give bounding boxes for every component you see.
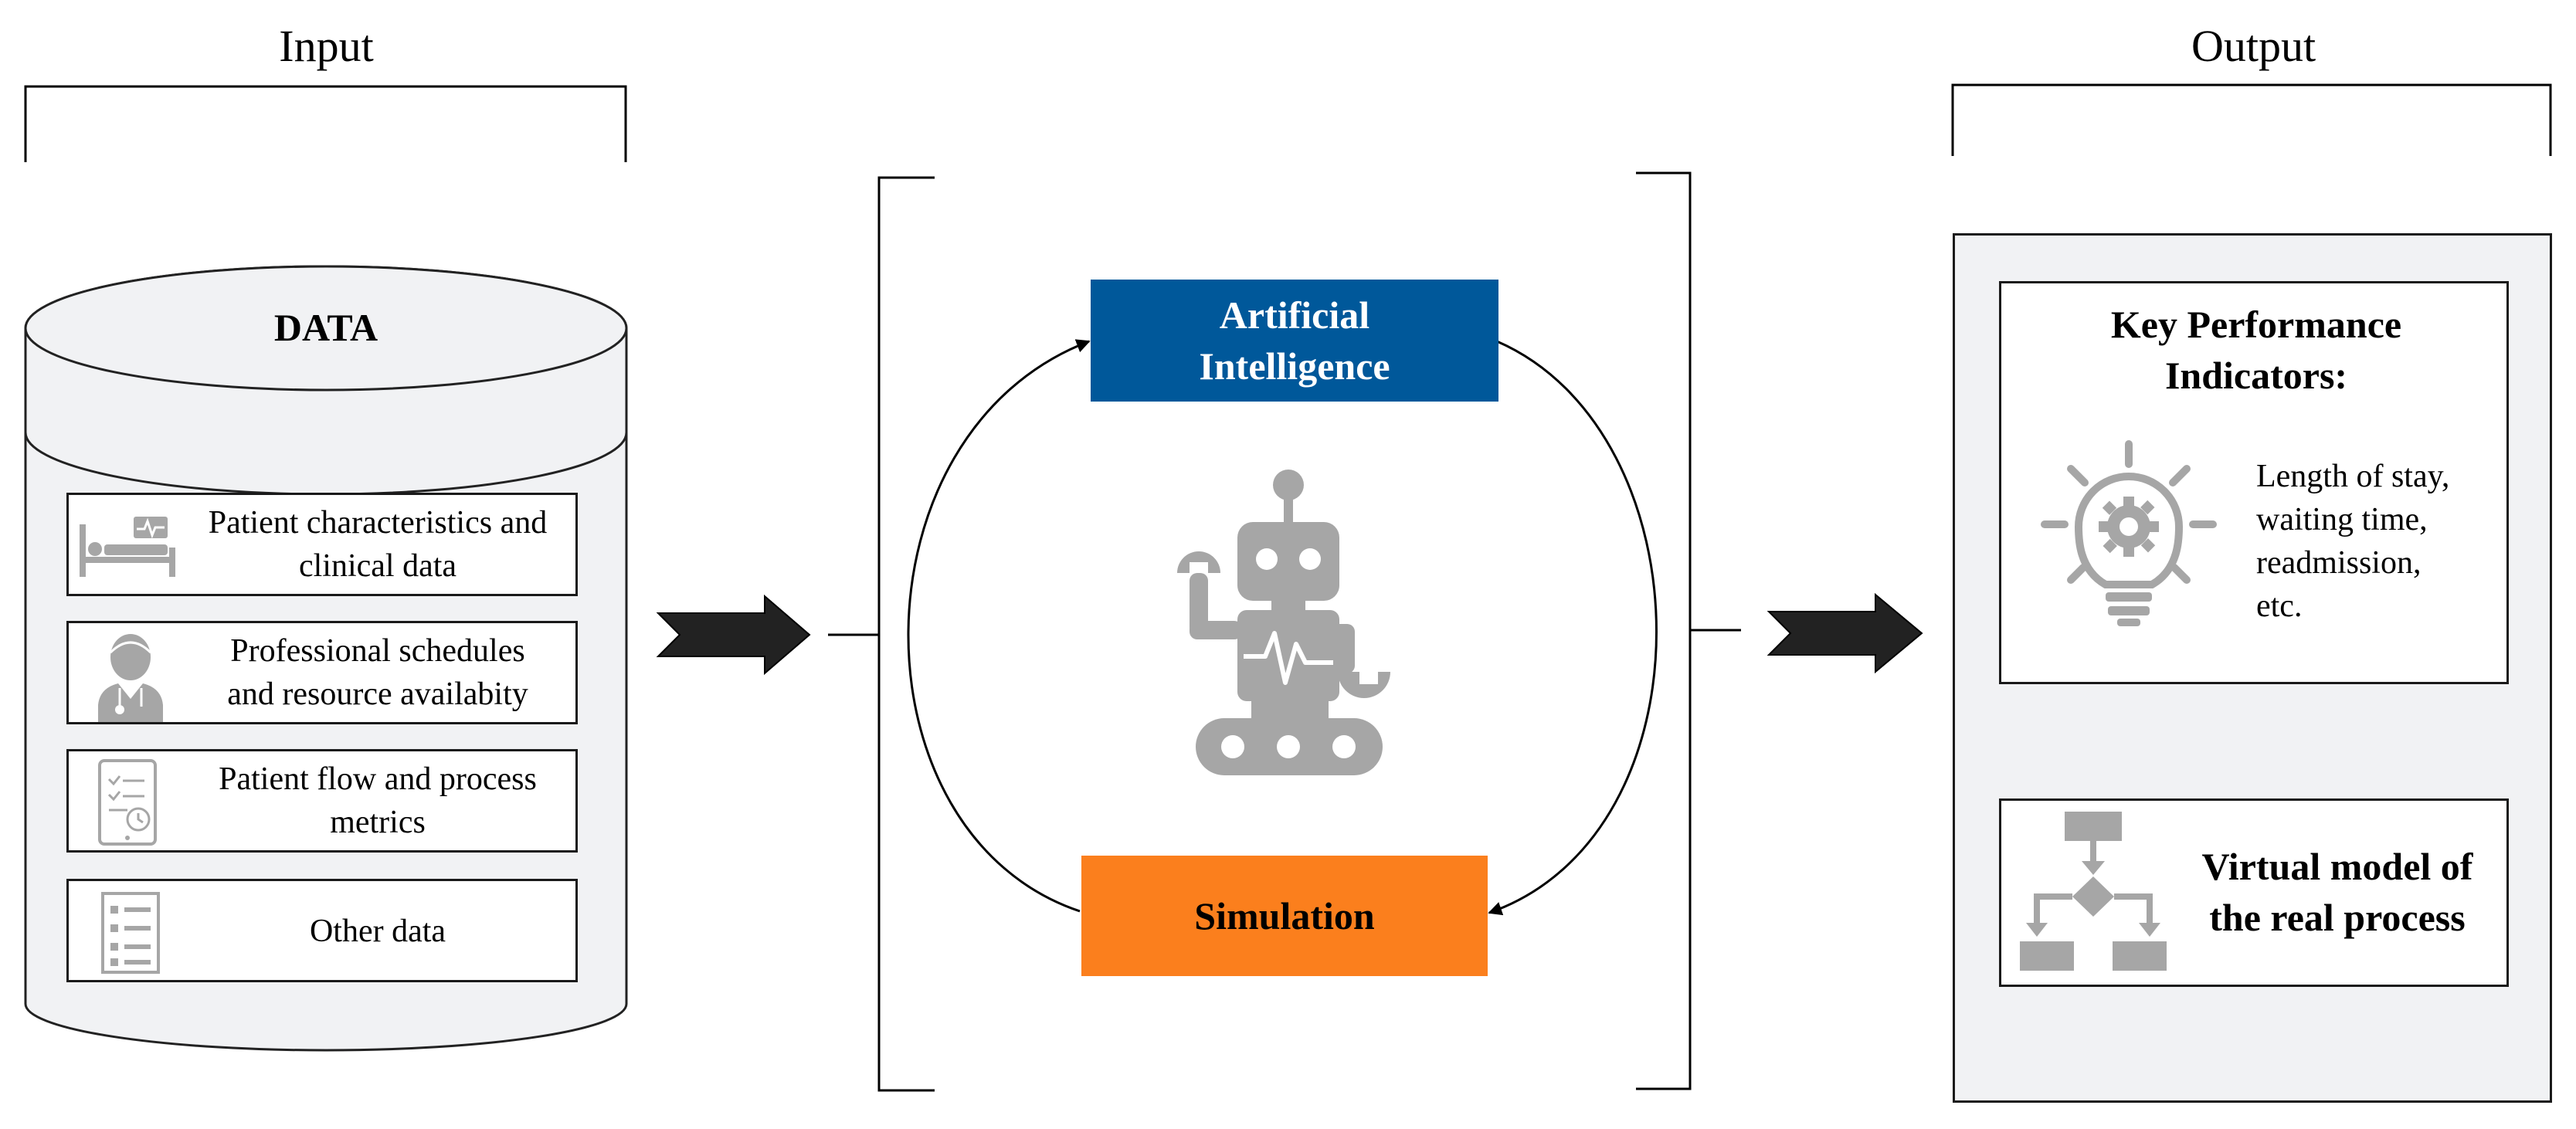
data-item-professional-schedules: Professional schedules and resource avai… (66, 621, 578, 724)
virtual-model-text: Virtual model of the real process (2201, 845, 2473, 939)
flowchart-icon (2020, 812, 2167, 971)
input-header: Input (279, 21, 374, 71)
cycle-arrow-left (907, 339, 1091, 913)
kpi-card: Key Performance Indicators: (1999, 281, 2509, 684)
input-bracket (24, 85, 627, 162)
virtual-model-card: Virtual model of the real process (1999, 798, 2509, 987)
center-right-bracket (1636, 171, 1692, 1090)
center-left-bracket (877, 176, 935, 1092)
data-title: DATA (273, 306, 378, 349)
doctor-icon (98, 634, 163, 722)
lightbulb-gear-icon (2041, 440, 2217, 626)
kpi-text: Length of stay, waiting time, readmissio… (2256, 459, 2450, 624)
checklist-icon (101, 892, 160, 974)
process-to-output-arrow (1767, 592, 1923, 674)
professional-schedules-text: Professional schedules and resource avai… (227, 633, 528, 712)
robot-icon (1177, 470, 1390, 775)
output-header: Output (2191, 21, 2316, 71)
data-item-patient-flow: Patient flow and process metrics (66, 749, 578, 853)
patient-flow-text: Patient flow and process metrics (219, 761, 537, 840)
data-item-patient-characteristics: Patient characteristics and clinical dat… (66, 493, 578, 596)
data-item-other: Other data (66, 879, 578, 982)
artificial-intelligence-box: Artificial Intelligence (1091, 280, 1498, 402)
tablet-checklist-clock-icon (98, 759, 157, 846)
kpi-title: Key Performance Indicators: (2110, 303, 2402, 397)
other-data-text: Other data (309, 914, 446, 949)
input-to-process-arrow (656, 594, 811, 676)
simulation-box: Simulation (1081, 856, 1488, 976)
patient-bed-monitor-icon (80, 517, 175, 577)
cycle-arrow-right (1488, 340, 1658, 916)
patient-characteristics-text: Patient characteristics and clinical dat… (208, 505, 548, 584)
output-bracket (1951, 83, 2552, 156)
